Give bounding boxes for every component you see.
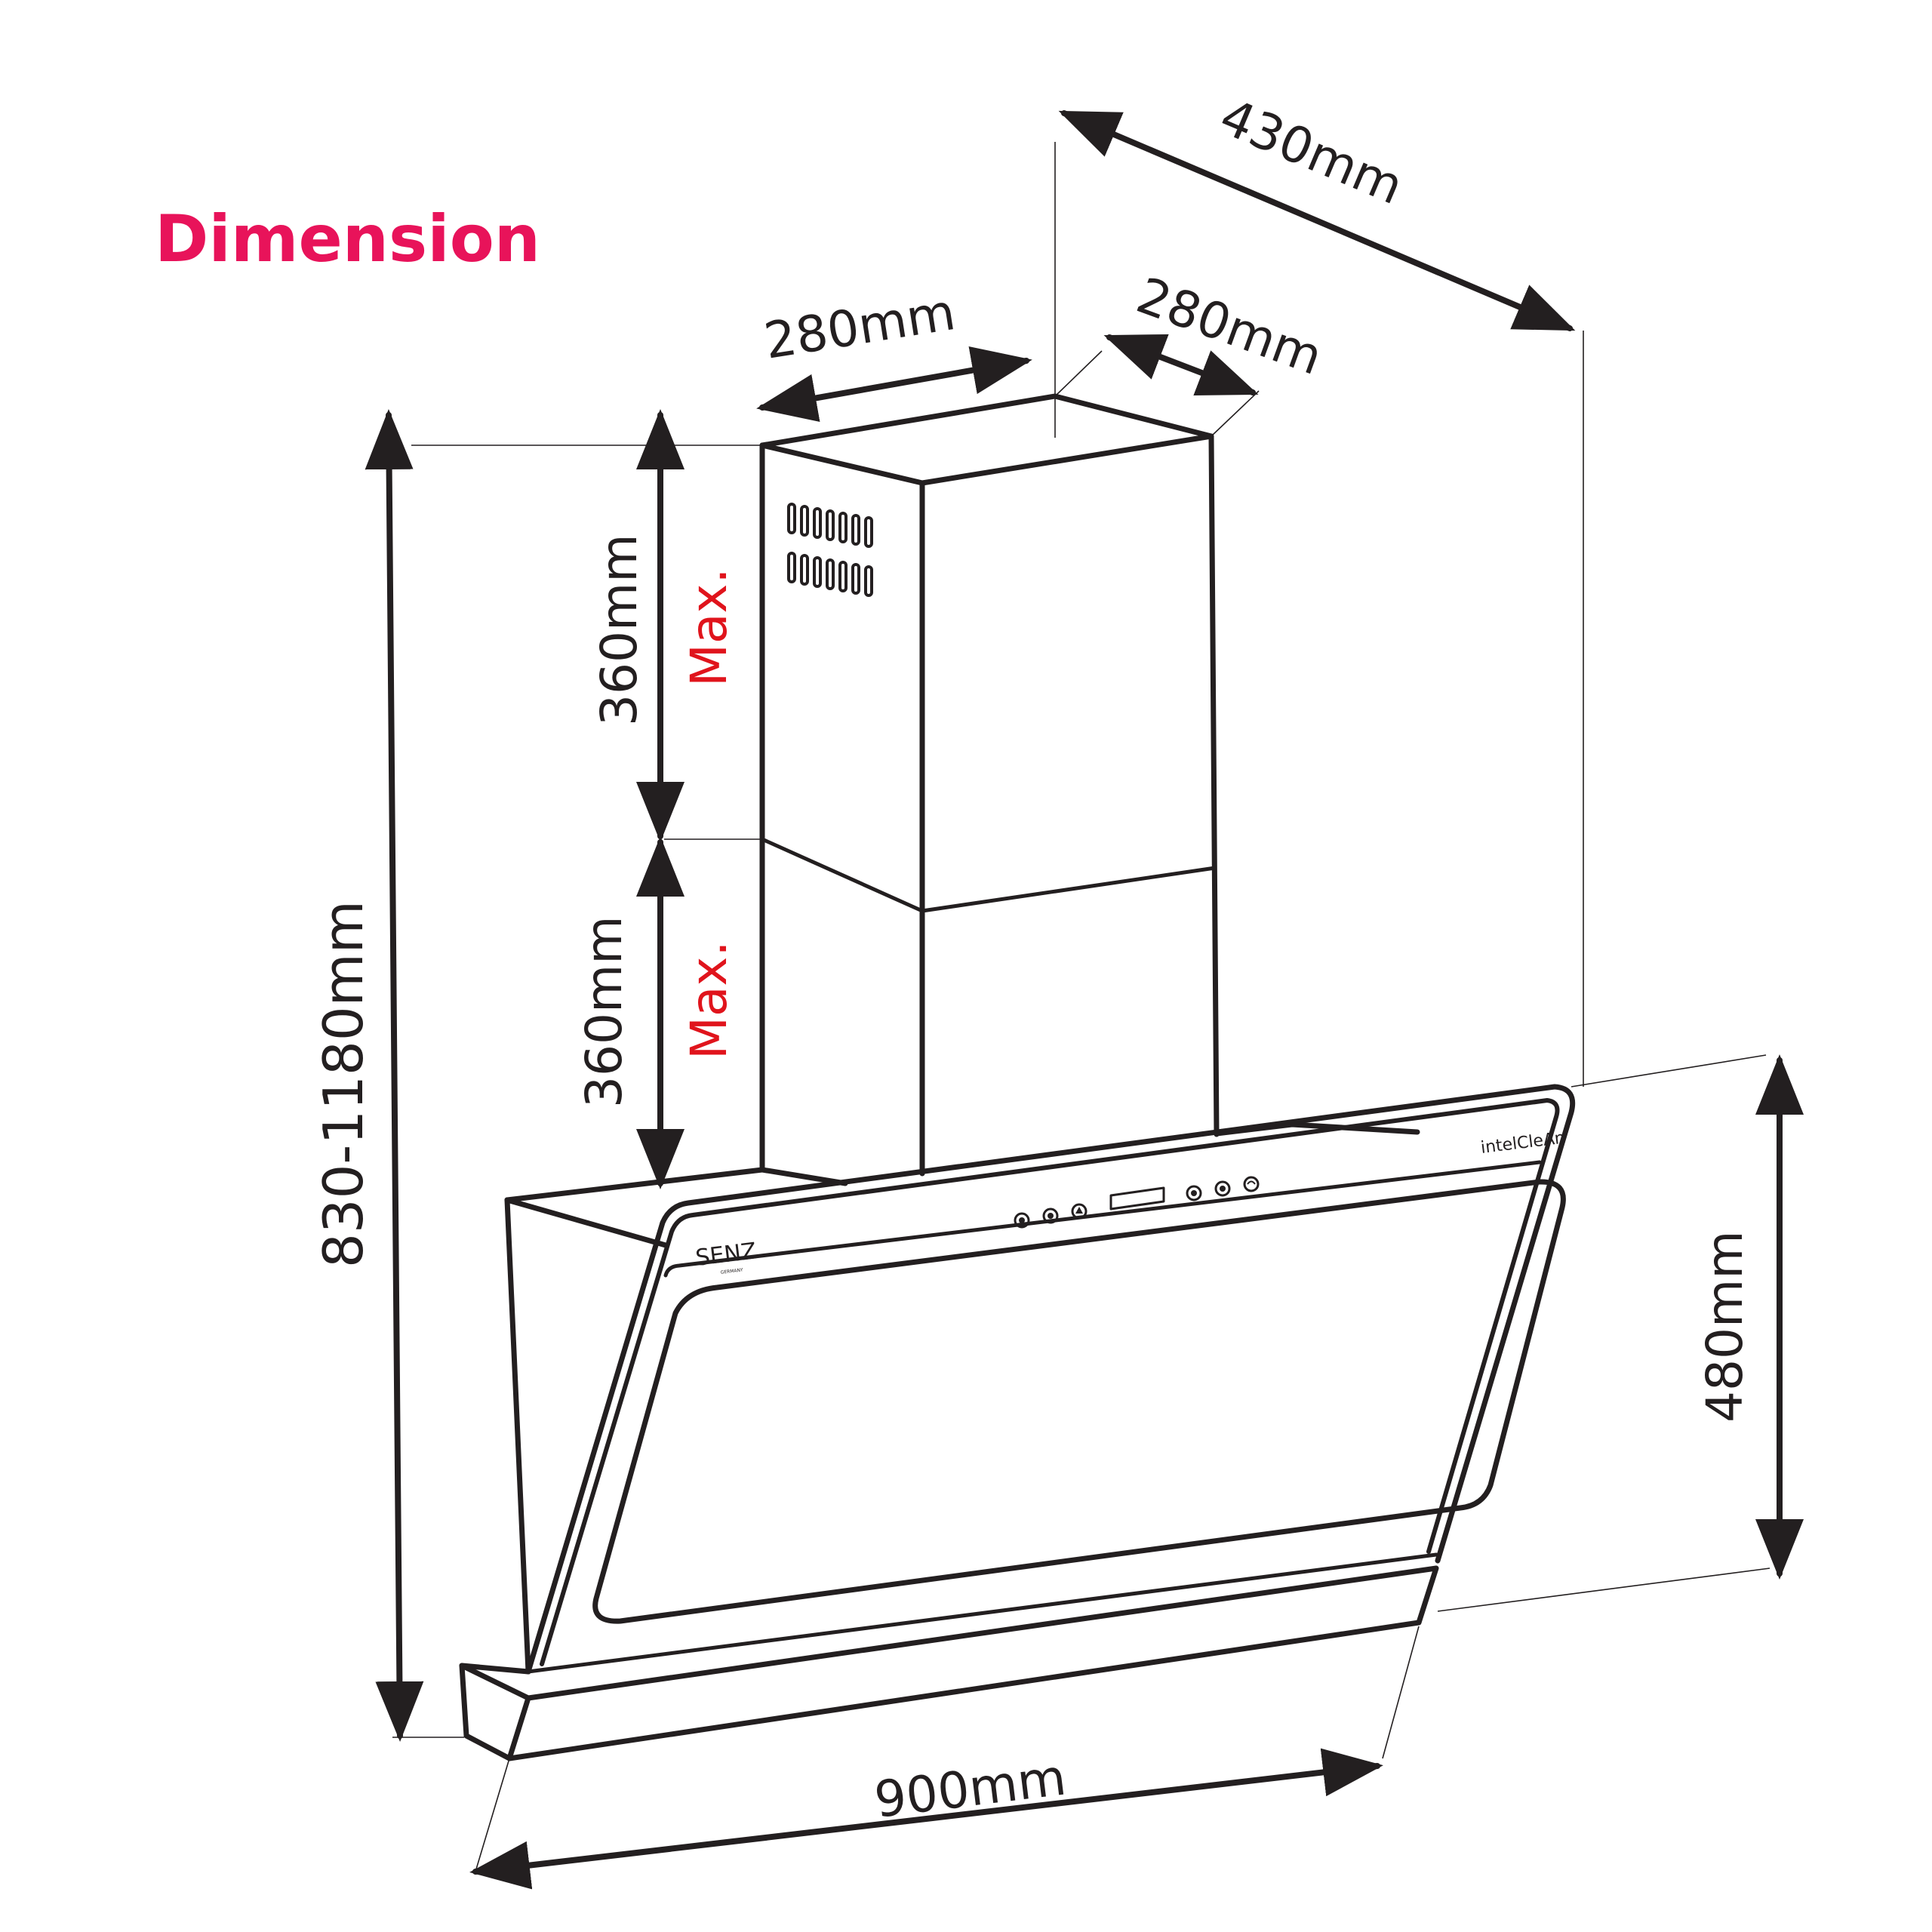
control-button-icon bbox=[1247, 1180, 1256, 1185]
hood-body bbox=[459, 1084, 1576, 1761]
control-button-icon bbox=[1243, 1176, 1260, 1192]
chimney-depth-label: 280mm bbox=[1130, 266, 1331, 386]
control-button-icon bbox=[1214, 1180, 1231, 1197]
upper-max-label: Max. bbox=[680, 568, 738, 687]
intelclean-label: intelCleAn bbox=[1480, 1128, 1567, 1158]
total-height-label: 830-1180mm bbox=[312, 900, 375, 1268]
control-button-icon bbox=[1071, 1203, 1088, 1220]
chimney-lower-height-label: 360mm bbox=[575, 915, 633, 1108]
vent-grille bbox=[787, 503, 873, 597]
control-panel bbox=[1014, 1176, 1260, 1229]
chimney bbox=[759, 393, 1220, 1177]
brand-logo: SENZ bbox=[694, 1238, 758, 1272]
control-button-icon bbox=[1042, 1208, 1059, 1224]
dimension-arrows bbox=[365, 110, 1804, 1890]
depth-total-label: 430mm bbox=[1212, 88, 1411, 216]
hood-width-label: 900mm bbox=[872, 1748, 1069, 1829]
control-button-icon bbox=[1014, 1212, 1030, 1229]
control-button-icon bbox=[1191, 1190, 1197, 1196]
chimney-width-label: 280mm bbox=[760, 283, 958, 371]
control-button-icon bbox=[1220, 1186, 1226, 1192]
brand-logo-subtitle: GERMANY bbox=[720, 1267, 743, 1275]
hood-height-label: 480mm bbox=[1696, 1230, 1754, 1423]
page-title: Dimension bbox=[155, 202, 540, 277]
control-button-icon bbox=[1075, 1207, 1083, 1214]
chimney-upper-height-label: 360mm bbox=[590, 534, 648, 726]
control-button-icon bbox=[1186, 1185, 1202, 1201]
control-button-icon bbox=[1048, 1213, 1054, 1219]
control-button-icon bbox=[1019, 1217, 1025, 1223]
display-screen bbox=[1109, 1186, 1165, 1211]
lower-max-label: Max. bbox=[680, 941, 738, 1060]
